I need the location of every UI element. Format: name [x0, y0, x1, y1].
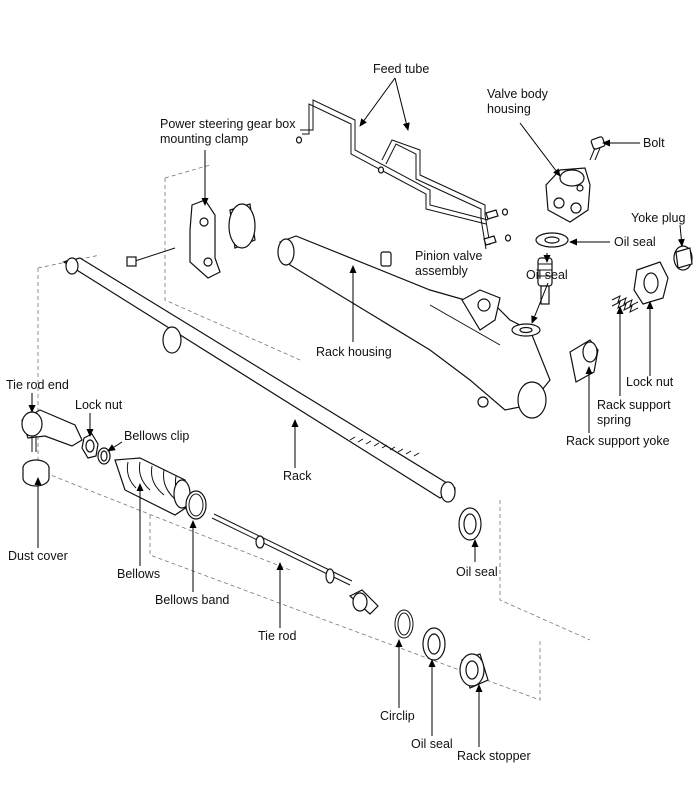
bellows-part	[114, 457, 191, 516]
oil-seal-lower-part	[422, 627, 446, 661]
circlip-part	[394, 609, 414, 639]
label-pinion-valve-line2: assembly	[415, 264, 469, 278]
mounting-clamp-part	[126, 199, 256, 279]
label-rack-housing: Rack housing	[316, 345, 392, 359]
label-bellows-clip: Bellows clip	[124, 429, 189, 443]
label-circlip: Circlip	[380, 709, 415, 723]
valve-body-housing	[545, 167, 591, 223]
bellows-band-part	[185, 490, 207, 520]
label-rack-support-spring: Rack support	[597, 398, 671, 412]
label-dust-cover: Dust cover	[8, 549, 68, 563]
part-labels: Feed tube Valve body housing Bolt Power …	[6, 62, 685, 763]
bolt-part	[589, 136, 606, 161]
label-feed-tube: Feed tube	[373, 62, 429, 76]
label-lock-nut-right: Lock nut	[626, 375, 674, 389]
rack-support-spring-part	[611, 295, 639, 313]
label-mounting-clamp: Power steering gear box	[160, 117, 296, 131]
label-oil-seal-upper: Oil seal	[614, 235, 656, 249]
label-bellows-band: Bellows band	[155, 593, 229, 607]
label-rack-support-spring-line2: spring	[597, 413, 631, 427]
dust-cover-part	[22, 459, 50, 487]
oil-seal-upper-part	[535, 232, 569, 248]
label-rack-support-yoke: Rack support yoke	[566, 434, 670, 448]
label-tie-rod-end: Tie rod end	[6, 378, 69, 392]
label-bellows: Bellows	[117, 567, 160, 581]
rack-support-yoke-part	[569, 339, 599, 383]
label-mounting-clamp-line2: mounting clamp	[160, 132, 248, 146]
label-pinion-valve: Pinion valve	[415, 249, 482, 263]
label-tie-rod: Tie rod	[258, 629, 296, 643]
label-valve-body-housing-line2: housing	[487, 102, 531, 116]
rack-housing-part	[277, 235, 551, 419]
label-oil-seal-pinion: Oil seal	[526, 268, 568, 282]
label-lock-nut-left: Lock nut	[75, 398, 123, 412]
label-rack: Rack	[283, 469, 312, 483]
yoke-plug-part	[673, 245, 693, 271]
lock-nut-right-part	[633, 261, 669, 305]
label-yoke-plug: Yoke plug	[631, 211, 685, 225]
label-bolt: Bolt	[643, 136, 665, 150]
lock-nut-left-part	[81, 433, 99, 459]
rack-stopper-part	[459, 653, 489, 689]
tie-rod-end-part	[21, 409, 83, 452]
oil-seal-rack-part	[458, 507, 482, 541]
label-oil-seal-lower: Oil seal	[411, 737, 453, 751]
rack-part	[62, 257, 457, 503]
feed-tube	[295, 99, 512, 250]
label-oil-seal-rack: Oil seal	[456, 565, 498, 579]
leader-lines	[28, 77, 685, 747]
oil-seal-pinion-part	[511, 323, 541, 337]
label-rack-stopper: Rack stopper	[457, 749, 531, 763]
tie-rod-part	[211, 513, 379, 615]
label-valve-body-housing: Valve body	[487, 87, 549, 101]
bellows-clip-part	[97, 447, 111, 465]
